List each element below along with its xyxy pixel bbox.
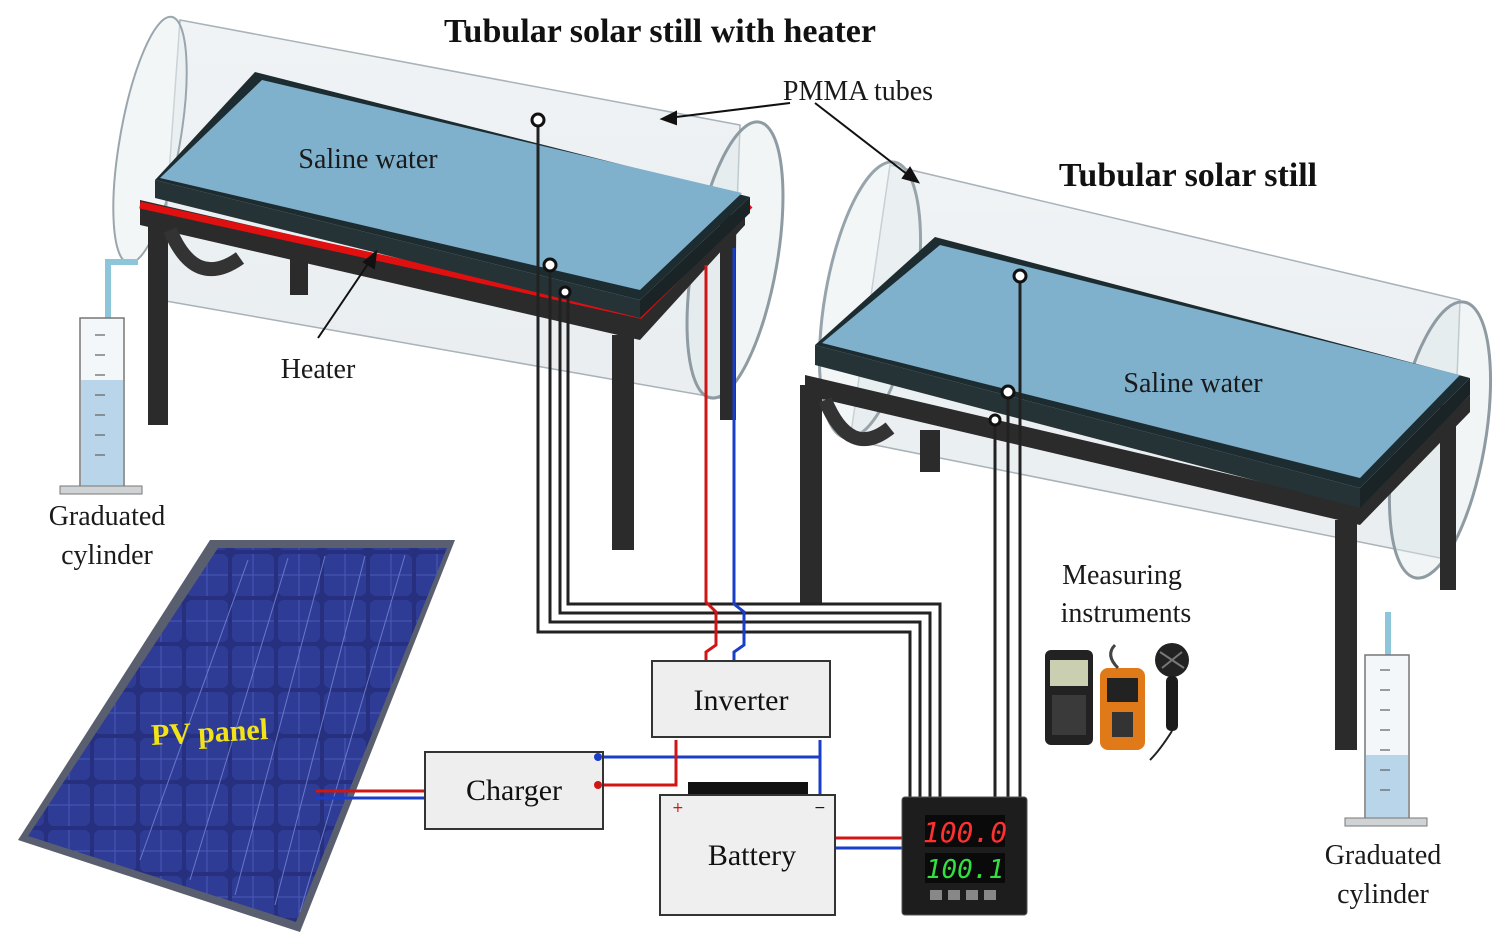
title-still-with-heater: Tubular solar still with heater	[444, 13, 876, 50]
arrowhead-pmma-left	[659, 110, 677, 126]
wiring	[316, 122, 1022, 850]
pv-panel-label: PV panel	[150, 713, 269, 752]
annotation-arrows	[317, 102, 921, 339]
basin-right	[815, 237, 1470, 508]
temperature-controller: 100.0 100.1	[901, 796, 1028, 916]
inverter-box: Inverter	[651, 660, 831, 738]
basin-left	[155, 72, 750, 318]
heater-label: Heater	[281, 354, 356, 385]
battery-label: Battery	[708, 839, 796, 872]
charger-box: Charger	[424, 751, 604, 830]
cylinder-right-label-line1: Graduated	[1325, 840, 1442, 871]
graduated-cylinder-left	[59, 259, 143, 495]
display-top: 100.0	[923, 816, 1007, 849]
cylinder-left-label-line2: cylinder	[61, 540, 153, 571]
cylinder-right-label-line2: cylinder	[1337, 879, 1429, 910]
battery-box: + − Battery	[659, 782, 836, 916]
charger-label: Charger	[466, 774, 562, 807]
data-logger-device	[1045, 650, 1093, 745]
cylinder-left-label-line1: Graduated	[49, 501, 166, 532]
pmma-tubes-label: PMMA tubes	[783, 76, 933, 107]
battery-plus-icon: +	[672, 800, 684, 816]
arrowhead-heater	[362, 249, 378, 270]
measuring-instruments	[1045, 643, 1189, 761]
anemometer-device	[1149, 643, 1189, 761]
pv-panel	[18, 540, 455, 932]
sensor-probes	[530, 112, 1028, 427]
measuring-label-line2: instruments	[1061, 598, 1192, 629]
arrowhead-pmma-right	[901, 166, 921, 184]
thermometer-device	[1100, 643, 1145, 750]
tubular-still-with-heater	[112, 15, 785, 550]
measuring-label-line1: Measuring	[1062, 560, 1182, 591]
tubular-still	[800, 160, 1493, 750]
inverter-label: Inverter	[694, 684, 789, 717]
battery-minus-icon: −	[814, 800, 826, 816]
display-bottom: 100.1	[926, 855, 1004, 885]
saline-water-right-label: Saline water	[1123, 368, 1263, 399]
saline-water-left-label: Saline water	[298, 144, 438, 175]
title-still: Tubular solar still	[1059, 157, 1317, 194]
frame-right	[800, 375, 1470, 750]
graduated-cylinder-right	[1344, 612, 1428, 827]
